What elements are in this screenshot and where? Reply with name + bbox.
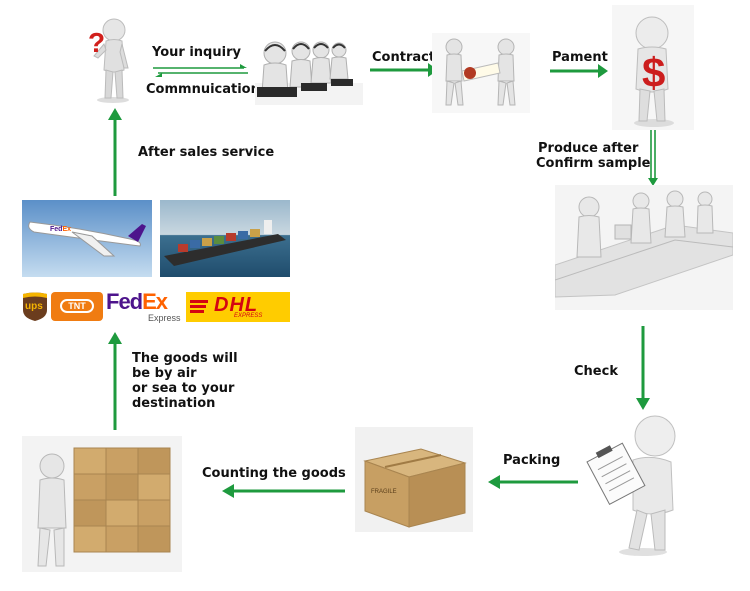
contract-arrow bbox=[370, 63, 438, 77]
check-arrow bbox=[636, 326, 650, 410]
airplane-image: FedEx bbox=[22, 200, 152, 277]
payment-image: $ bbox=[612, 5, 694, 130]
packing-label: Packing bbox=[503, 453, 561, 468]
ups-logo-text: ups bbox=[25, 301, 43, 312]
communication-label: Commnuication bbox=[146, 82, 260, 97]
dhl-logo-text: DHL bbox=[214, 294, 259, 316]
cargo-ship-image bbox=[160, 200, 290, 277]
payment-label: Pament bbox=[552, 50, 608, 65]
contract-image bbox=[432, 33, 530, 113]
shipping-label-line2: be by air bbox=[132, 366, 197, 381]
produce-label-line2: Confirm sample bbox=[536, 156, 651, 171]
question-mark-icon: ? bbox=[88, 27, 105, 58]
check-image bbox=[586, 415, 676, 556]
dhl-express-text: EXPRESS bbox=[234, 313, 263, 319]
fragile-label-icon: FRAGILE bbox=[371, 489, 397, 495]
shipping-label-line4: destination bbox=[132, 396, 216, 411]
ups-logo: ups bbox=[22, 292, 48, 322]
after-sales-label: After sales service bbox=[138, 145, 275, 160]
svg-text:FedEx: FedEx bbox=[50, 226, 71, 233]
counting-arrow bbox=[222, 484, 345, 498]
communication-image bbox=[255, 41, 363, 105]
payment-arrow bbox=[550, 64, 608, 78]
shipping-label-line3: or sea to your bbox=[132, 381, 235, 396]
counting-label: Counting the goods bbox=[202, 466, 346, 481]
fedex-express-text: Express bbox=[148, 313, 181, 323]
fedex-logo: FedEx Express bbox=[106, 289, 182, 325]
production-image bbox=[555, 185, 733, 310]
contract-label: Contract bbox=[372, 50, 436, 65]
check-label: Check bbox=[574, 364, 618, 379]
inquiry-figure-image: ? bbox=[88, 18, 129, 103]
packing-arrow bbox=[488, 475, 578, 489]
your-inquiry-label: Your inquiry bbox=[152, 45, 241, 60]
tnt-logo-text: TNT bbox=[60, 299, 94, 313]
dollar-sign-icon: $ bbox=[642, 49, 665, 96]
dhl-logo: DHL EXPRESS bbox=[186, 292, 290, 322]
shipping-arrow bbox=[108, 332, 122, 430]
communication-arrow bbox=[155, 72, 248, 77]
produce-label-line1: Produce after bbox=[538, 141, 639, 156]
counting-boxes-image bbox=[22, 436, 182, 572]
packing-box-image: FRAGILE bbox=[355, 427, 473, 532]
after-sales-arrow bbox=[108, 108, 122, 196]
tnt-logo: TNT bbox=[51, 292, 103, 321]
fedex-logo-text: FedEx bbox=[106, 289, 168, 314]
produce-arrow bbox=[648, 130, 658, 186]
inquiry-arrow bbox=[153, 64, 247, 69]
shipping-label-line1: The goods will bbox=[132, 351, 238, 366]
